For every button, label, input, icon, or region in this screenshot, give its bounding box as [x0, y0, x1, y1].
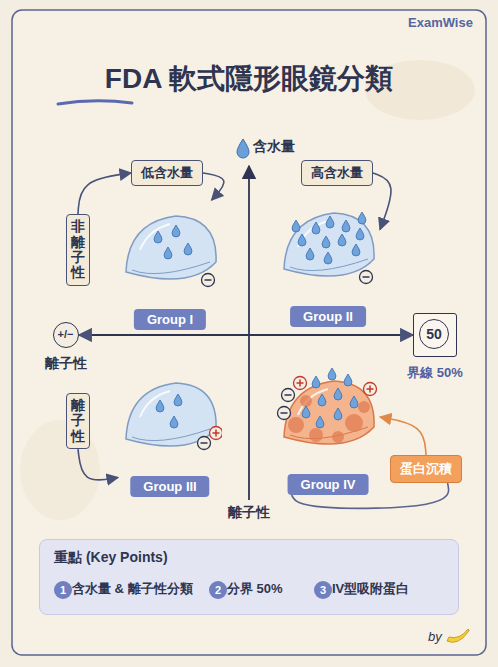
- node-caption: 離子性: [45, 355, 87, 373]
- contact-lens-illustration: [276, 365, 380, 469]
- curved-arrow: [373, 173, 391, 230]
- group-lens: Group III: [118, 367, 222, 497]
- contact-lens-illustration: [276, 197, 380, 301]
- curved-arrow: [78, 173, 131, 214]
- threshold-box: 50界線 50%: [413, 313, 457, 357]
- node-text: 高含水量: [311, 164, 363, 182]
- axis-label: 含水量: [253, 138, 295, 156]
- curved-arrow: [203, 173, 224, 200]
- node-text: Group IV: [288, 474, 369, 495]
- curved-arrow: [380, 417, 426, 455]
- node-text: Group III: [130, 476, 209, 497]
- credit-text: by: [428, 629, 442, 644]
- banana-icon: [447, 629, 469, 642]
- group-lens: Group II: [276, 197, 380, 327]
- title: FDA 軟式隱形眼鏡分類: [0, 60, 498, 98]
- axis-label: 離子性: [228, 504, 270, 522]
- title-underline: [58, 101, 132, 104]
- curved-arrow: [78, 449, 118, 480]
- callout-box: 蛋白沉積: [390, 455, 462, 483]
- group-lens: Group IV: [276, 365, 380, 495]
- water-drop-icon: [237, 139, 249, 158]
- callout-number: 1: [54, 581, 72, 599]
- axis-category-box: 非離子性: [66, 214, 90, 286]
- axis-category-box: 離子性: [66, 393, 90, 449]
- brand-name: ExamWise: [408, 15, 473, 30]
- node-text: 1: [54, 581, 72, 599]
- category-box: 低含水量: [131, 160, 203, 186]
- node-caption: 界線 50%: [407, 364, 463, 382]
- key-points-panel: 重點 (Key Points) 1 2 3: [39, 539, 459, 615]
- node-text: 離子性: [71, 398, 85, 444]
- node-text: 蛋白沉積: [400, 460, 452, 478]
- charge-circle: +/−離子性: [53, 322, 79, 348]
- key-point-text: 分界 50%: [227, 580, 283, 598]
- frame: [12, 10, 486, 655]
- contact-lens-illustration: [118, 367, 222, 471]
- callout-number: 3: [314, 581, 332, 599]
- node-text: Group II: [290, 306, 366, 327]
- key-point-text: 含水量 & 離子性分類: [72, 580, 193, 598]
- contact-lens-illustration: [118, 200, 222, 304]
- group-lens: Group I: [118, 200, 222, 330]
- x-axis: [79, 334, 413, 336]
- node-text: 重點 (Key Points): [54, 549, 168, 567]
- node-text: 3: [314, 581, 332, 599]
- node-text: +/−: [54, 323, 77, 346]
- node-text: 50: [419, 319, 449, 349]
- node-text: Group I: [134, 309, 206, 330]
- callout-number: 2: [209, 581, 227, 599]
- category-box: 高含水量: [301, 160, 373, 186]
- node-text: 2: [209, 581, 227, 599]
- key-point-text: IV型吸附蛋白: [332, 580, 409, 598]
- y-axis: [248, 166, 250, 500]
- node-text: 低含水量: [141, 164, 193, 182]
- node-text: 非離子性: [71, 219, 85, 281]
